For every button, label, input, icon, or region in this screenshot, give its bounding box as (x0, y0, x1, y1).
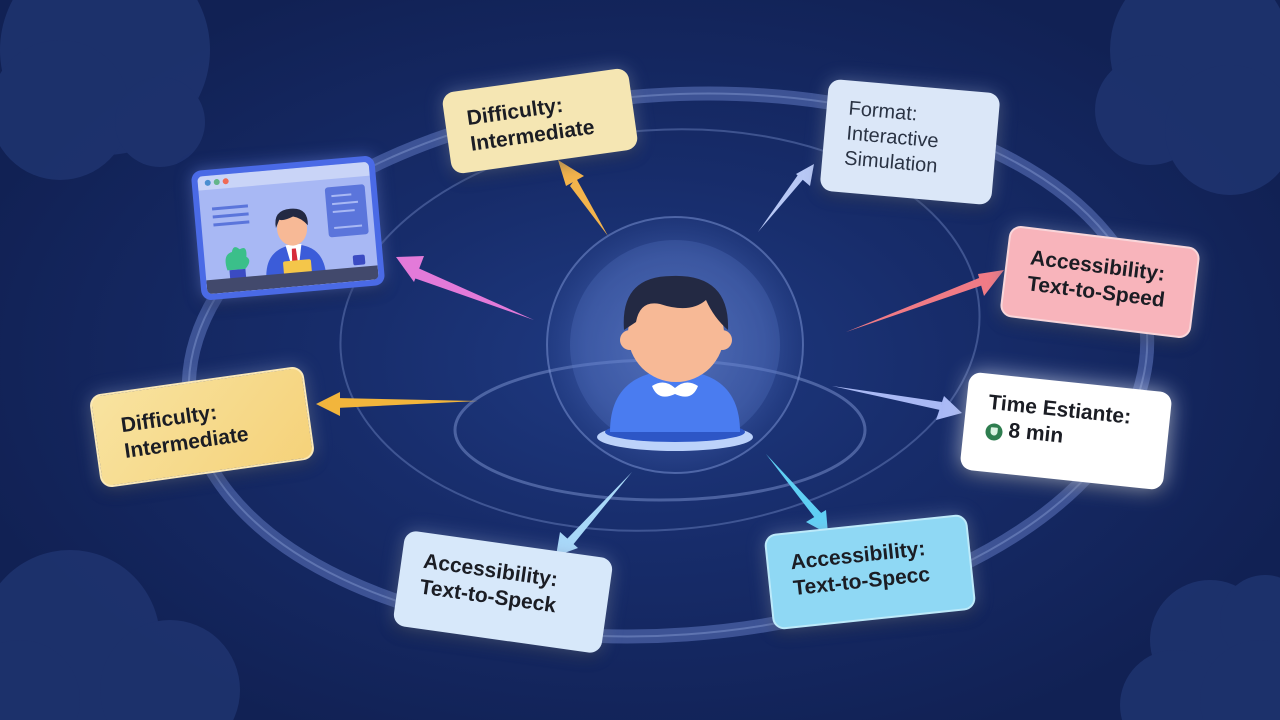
arrow-to-accessibility-bottom-left (556, 472, 632, 556)
video-lesson-card[interactable] (190, 155, 386, 301)
avatar-hair (623, 275, 729, 330)
time-estimate-value: 8 min (1007, 419, 1065, 448)
timer-icon (984, 422, 1004, 442)
arrow-to-time-estimate (832, 386, 962, 420)
video-lesson-screen (197, 161, 379, 295)
avatar-collar (652, 382, 698, 397)
avatar-face (628, 286, 724, 382)
arrow-to-difficulty-top (558, 160, 608, 236)
arrow-to-difficulty-left (316, 392, 478, 416)
video-lesson-icon (197, 161, 379, 295)
arrow-to-accessibility-right (846, 270, 1004, 332)
avatar-shirt (610, 370, 740, 432)
arrow-to-video-lesson (396, 256, 534, 320)
arrow-to-format (758, 164, 814, 232)
format-card[interactable]: Format: Interactive Simulation (819, 78, 1001, 206)
